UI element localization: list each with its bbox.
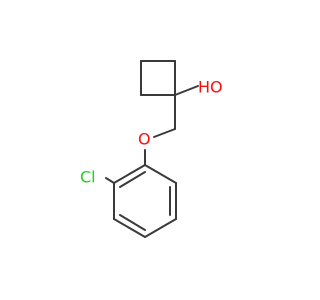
bond-aryl-6-inner (119, 171, 146, 188)
bond-carbon-hydroxyl (174, 85, 199, 96)
bond-aryl-1 (144, 164, 177, 184)
ether-oxygen-label: O (138, 130, 151, 149)
molecule-structure-diagram: HO O Cl (80, 60, 223, 238)
hydroxyl-label: HO (198, 78, 223, 97)
bond-aryl-4-inner (119, 214, 146, 231)
bond-aryl-4 (113, 218, 146, 238)
bond-methylene-oxygen (153, 128, 176, 138)
bond-aryl-6 (113, 164, 146, 184)
bond-aryl-3 (144, 218, 177, 238)
chlorine-label: Cl (80, 168, 96, 187)
bond-aryl-chlorine (105, 177, 115, 184)
